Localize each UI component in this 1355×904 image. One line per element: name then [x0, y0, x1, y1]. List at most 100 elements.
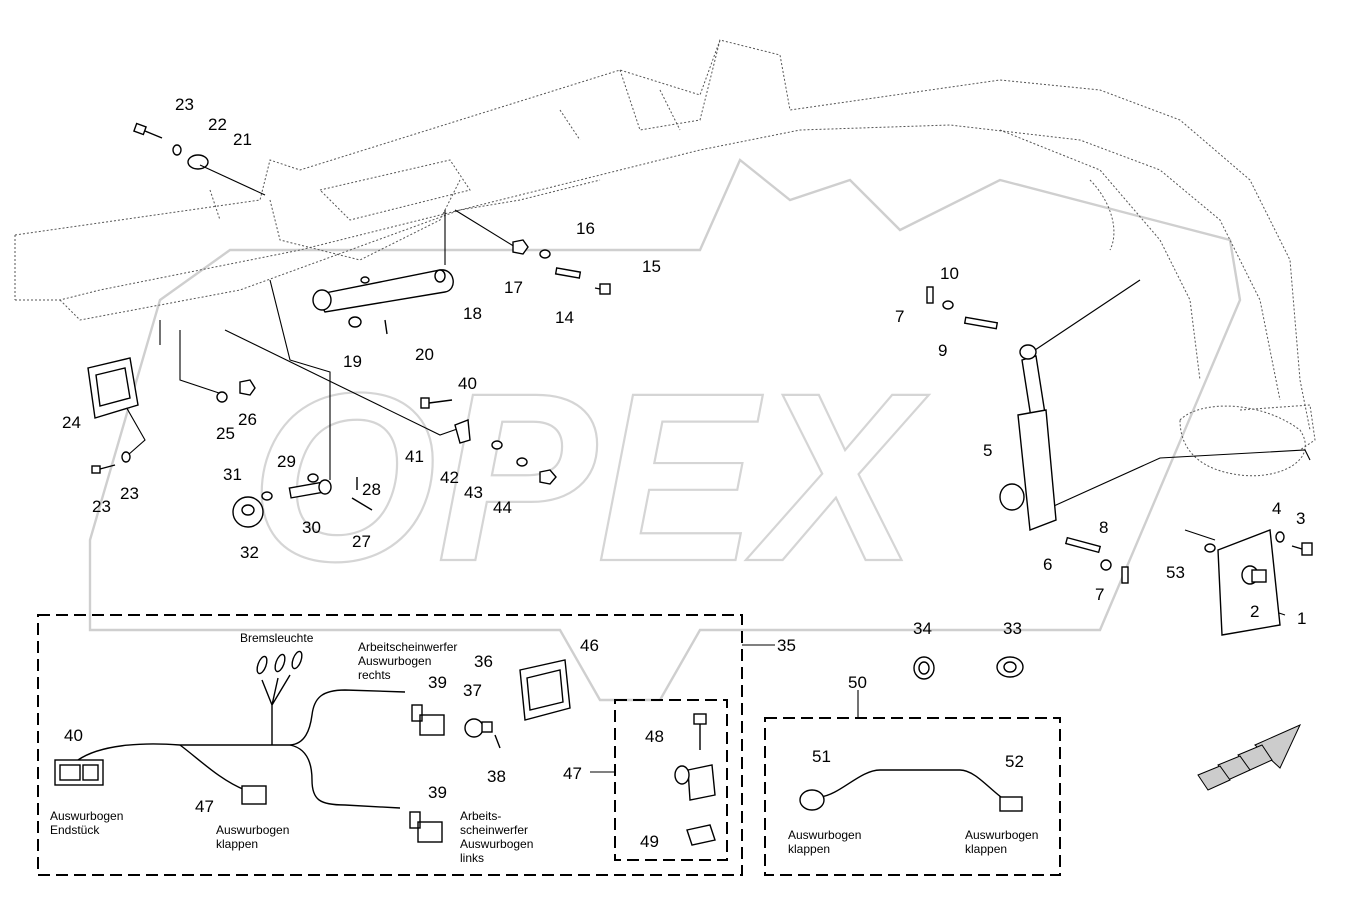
part-number: 41 [405, 447, 424, 466]
watermark: OPEX [88, 158, 1242, 702]
part-number: 7 [1095, 585, 1104, 604]
pin-6 [1064, 536, 1102, 554]
bolt-15 [594, 283, 611, 295]
part-number: 5 [983, 441, 992, 460]
part-number: 1 [1297, 609, 1306, 628]
frame-47 [614, 699, 728, 861]
label-klappen-51-1: Auswurbogen [788, 828, 861, 842]
watermark-text: OPEX [250, 343, 930, 611]
shaft-30 [288, 479, 332, 499]
washer-8 [1100, 559, 1112, 571]
washer-22-lower [121, 451, 131, 463]
ring-21 [187, 154, 209, 170]
part-number: 8 [1099, 518, 1108, 537]
bolt-23-lower [91, 464, 116, 474]
bolt-3 [1291, 542, 1313, 556]
label-klappen-52-1: Auswurbogen [965, 828, 1038, 842]
machine-frame [14, 39, 1316, 477]
label-arbeitsscheinwerfer-links-3: Auswurbogen [460, 837, 533, 851]
part-number: 31 [223, 465, 242, 484]
part-number: 16 [576, 219, 595, 238]
label-klappen-47-1: Auswurbogen [216, 823, 289, 837]
part-number: 19 [343, 352, 362, 371]
pin-7-top [926, 286, 934, 304]
label-klappen-52-2: klappen [965, 842, 1007, 856]
harness-35 [54, 650, 1023, 846]
nut-45 [539, 469, 557, 485]
ring-31 [261, 491, 273, 501]
lamp-24 [87, 357, 139, 419]
part-number: 50 [848, 673, 867, 692]
clip-33 [996, 656, 1024, 678]
part-number: 24 [62, 413, 81, 432]
part-number: 37 [463, 681, 482, 700]
part-number: 47 [563, 764, 582, 783]
washer-29 [307, 473, 319, 483]
part-number: 40 [458, 374, 477, 393]
part-number: 33 [1003, 619, 1022, 638]
cylinder-5 [999, 344, 1057, 531]
part-number: 47 [195, 797, 214, 816]
plate-42 [454, 419, 471, 444]
label-endstueck-2: Endstück [50, 823, 100, 837]
parts-drawings [87, 122, 1313, 791]
label-arbeitsscheinwerfer-links-1: Arbeits- [460, 809, 501, 823]
part-number: 14 [555, 308, 574, 327]
bolt-23-top [133, 122, 163, 139]
label-arbeitsscheinwerfer-rechts-3: rechts [358, 668, 391, 682]
label-arbeitsscheinwerfer-rechts-1: Arbeitscheinwerfer [358, 640, 457, 654]
nut-17 [512, 239, 529, 255]
washer-4 [1275, 531, 1285, 543]
bolt-41 [420, 397, 453, 409]
part-number: 7 [895, 307, 904, 326]
part-number: 20 [415, 345, 434, 364]
part-number: 39 [428, 673, 447, 692]
part-number: 52 [1005, 752, 1024, 771]
part-number: 36 [474, 652, 493, 671]
part-number: 34 [913, 619, 932, 638]
part-number: 22 [208, 115, 227, 134]
part-number: 32 [240, 543, 259, 562]
washer-44 [516, 457, 528, 467]
part-number: 43 [464, 483, 483, 502]
part-number: 21 [233, 130, 252, 149]
label-endstueck-1: Auswurbogen [50, 809, 123, 823]
lamp-46 [519, 659, 571, 721]
frame-50 [764, 717, 1061, 876]
group-frames [37, 614, 1061, 876]
part-number: 9 [938, 341, 947, 360]
washer-53 [1204, 543, 1216, 553]
part-numbers: 23 22 21 16 15 17 14 18 19 20 24 25 26 2… [62, 95, 1306, 851]
part-number: 2 [1250, 602, 1259, 621]
bulb-37 [464, 718, 493, 738]
washer-16 [539, 249, 551, 259]
bulb-38 [494, 734, 501, 749]
text-labels: Bremsleuchte Arbeitscheinwerfer Auswurbo… [50, 631, 1038, 865]
label-bremsleuchte: Bremsleuchte [240, 631, 314, 645]
washer-22-top [172, 144, 182, 156]
part-number: 30 [302, 518, 321, 537]
part-number: 40 [64, 726, 83, 745]
knob-32 [232, 496, 264, 528]
frame-35 [37, 614, 743, 876]
part-number: 26 [238, 410, 257, 429]
pin-27 [351, 497, 373, 511]
connector-47-harness [241, 785, 267, 805]
washer-18a [360, 276, 370, 284]
seal-49 [686, 824, 716, 846]
connector-39-bottom [409, 811, 443, 843]
part-number: 29 [277, 452, 296, 471]
part-number: 4 [1272, 499, 1281, 518]
part-number: 18 [463, 304, 482, 323]
screw-48 [693, 713, 707, 750]
part-number: 3 [1296, 509, 1305, 528]
plug-47 [674, 764, 716, 801]
label-arbeitsscheinwerfer-links-2: scheinwerfer [460, 823, 528, 837]
part-number: 28 [362, 480, 381, 499]
bracket-1 [1217, 529, 1281, 636]
part-number: 51 [812, 747, 831, 766]
part-number: 17 [504, 278, 523, 297]
part-number: 27 [352, 532, 371, 551]
washer-25 [216, 391, 228, 403]
